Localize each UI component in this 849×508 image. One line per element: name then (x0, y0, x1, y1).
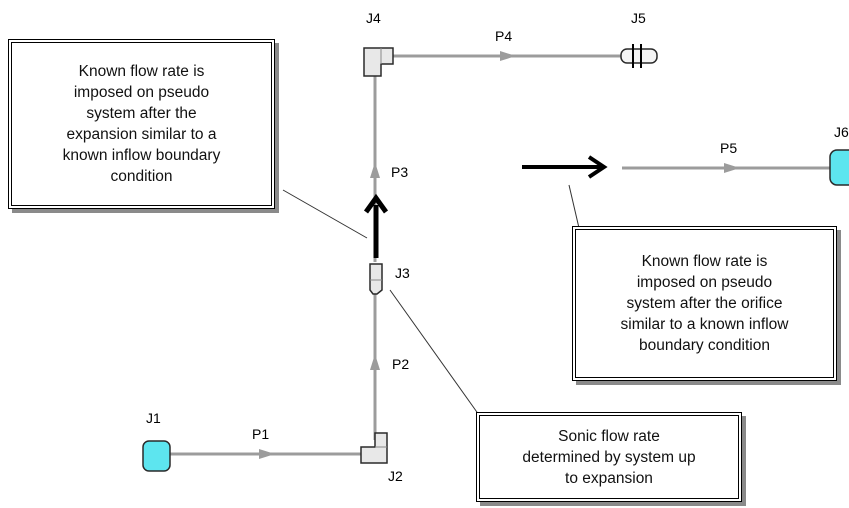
expansion-j3[interactable] (369, 263, 383, 295)
callout-orifice-line-4: similar to a known inflow (620, 316, 789, 333)
label-j6: J6 (834, 124, 849, 140)
callout-expansion: Known flow rate is imposed on pseudo sys… (8, 39, 275, 209)
label-j4: J4 (366, 10, 381, 26)
reservoir-j6[interactable] (829, 149, 849, 186)
label-p4: P4 (495, 28, 513, 44)
leader-line-expansion (282, 189, 368, 239)
callout-expansion-line-1: Known flow rate is (78, 63, 205, 80)
callout-orifice-line-5: boundary condition (638, 337, 770, 354)
dead-end-j5[interactable] (620, 44, 658, 68)
callout-expansion-line-6: condition (110, 168, 173, 185)
label-j2: J2 (388, 468, 403, 484)
flow-arrow-p2 (370, 354, 380, 370)
label-p5: P5 (720, 140, 738, 156)
callout-sonic-line-1: Sonic flow rate (558, 427, 660, 445)
callout-sonic-line-3: to expansion (565, 469, 653, 487)
callout-orifice-line-3: system after the orifice (626, 295, 783, 312)
label-j5: J5 (631, 10, 646, 26)
callout-expansion-line-2: imposed on pseudo (73, 84, 210, 101)
leader-line-sonic (389, 289, 480, 416)
bold-arrow-right (522, 155, 608, 179)
label-j1: J1 (146, 410, 161, 426)
callout-sonic-line-2: determined by system up (522, 448, 696, 466)
leader-line-orifice (568, 184, 580, 229)
label-p1: P1 (252, 426, 270, 442)
callout-expansion-line-3: system after the (86, 105, 197, 122)
bold-arrow-up (363, 193, 389, 258)
label-p2: P2 (392, 356, 410, 372)
label-p3: P3 (391, 164, 409, 180)
elbow-j2[interactable] (360, 432, 388, 464)
callout-orifice: Known flow rate is imposed on pseudo sys… (572, 226, 837, 381)
flow-arrow-p5 (724, 163, 740, 173)
callout-sonic: Sonic flow rate determined by system up … (476, 412, 742, 502)
flow-arrow-p3 (370, 162, 380, 178)
callout-orifice-line-1: Known flow rate is (641, 253, 768, 270)
callout-orifice-line-2: imposed on pseudo (636, 274, 773, 291)
label-j3: J3 (395, 265, 410, 281)
callout-expansion-line-5: known inflow boundary (62, 147, 221, 164)
elbow-j4[interactable] (363, 47, 394, 77)
callout-expansion-line-4: expansion similar to a (66, 126, 217, 143)
flow-arrow-p4 (500, 51, 516, 61)
flow-arrow-p1 (259, 449, 275, 459)
reservoir-j1[interactable] (142, 440, 171, 472)
